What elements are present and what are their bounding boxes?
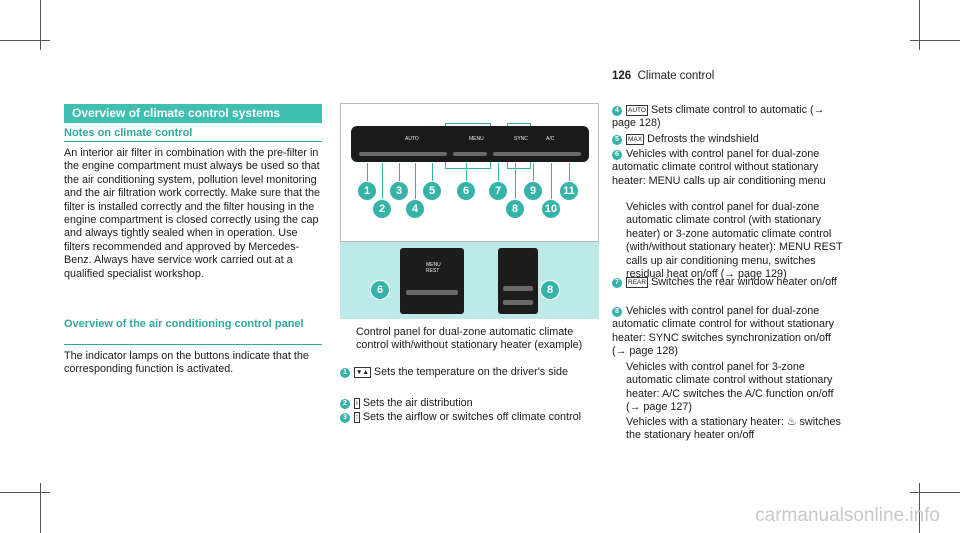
figure-detail: MENU REST 6 8 <box>340 242 599 319</box>
menu-label: MENU <box>469 136 484 142</box>
detail-button <box>503 300 533 305</box>
crop-mark <box>910 40 960 41</box>
item-number: 7 <box>612 278 622 288</box>
subheading-notes: Notes on climate control <box>64 127 193 139</box>
callout-9: 9 <box>523 181 543 201</box>
crop-mark <box>919 0 920 50</box>
running-header: 126 Climate control <box>612 70 714 82</box>
callout-7: 7 <box>488 181 508 201</box>
air-distribution-icon: ⅰ <box>354 398 360 409</box>
item-number: 1 <box>340 368 350 378</box>
callout-5: 5 <box>422 181 442 201</box>
detail-button <box>406 290 458 295</box>
callout-1: 1 <box>357 181 377 201</box>
item-text: Vehicles with a stationary heater: ♨ swi… <box>626 416 841 442</box>
crop-mark <box>0 492 50 493</box>
sync-label: SYNC <box>514 136 528 142</box>
leader-line <box>498 163 499 185</box>
item-number: 8 <box>612 307 622 317</box>
leader-line <box>533 163 534 185</box>
leader-line <box>569 163 570 185</box>
item-number: 2 <box>340 399 350 409</box>
item-text: Sets the airflow or switches off climate… <box>362 411 582 423</box>
callout-4: 4 <box>405 199 425 219</box>
figure-caption: Control panel for dual-zone automatic cl… <box>356 326 583 352</box>
crop-mark <box>0 40 50 41</box>
list-item: 1 ▼▲ Sets the temperature on the driver's… <box>340 366 602 379</box>
list-item-continuation: Vehicles with control panel for dual-zon… <box>626 201 844 281</box>
page-number: 126 <box>612 70 632 82</box>
callout-8: 8 <box>505 199 525 219</box>
list-item-continuation: Vehicles with control panel for 3-zone a… <box>626 361 844 415</box>
climate-panel: AUTO MENU SYNC A/C <box>351 126 589 162</box>
item-text: Vehicles with control panel for dual-zon… <box>626 201 843 281</box>
detail-menu-label: MENU <box>426 262 441 268</box>
menu-rest-button-detail: MENU REST <box>400 248 464 314</box>
notes-paragraph: An interior air filter in combination wi… <box>64 147 321 280</box>
airflow-icon: ⁞ <box>354 412 360 423</box>
leader-line <box>415 163 416 201</box>
item-text: Sets climate control to automatic (→ pag… <box>612 104 825 130</box>
item-number: 5 <box>612 135 622 145</box>
item-text: Vehicles with control panel for dual-zon… <box>612 305 835 358</box>
item-number: 4 <box>612 106 622 116</box>
crop-mark <box>40 0 41 50</box>
item-number: 3 <box>340 413 350 423</box>
temperature-icon: ▼▲ <box>354 367 371 378</box>
stationary-heater-detail <box>498 248 538 314</box>
auto-icon: AUTO <box>626 105 648 116</box>
panel-button <box>453 152 487 156</box>
detail-callout-8: 8 <box>540 280 560 300</box>
chapter-title: Climate control <box>637 70 715 82</box>
item-text: Sets the temperature on the driver's sid… <box>373 366 568 378</box>
leader-line <box>515 163 516 201</box>
callout-3: 3 <box>389 181 409 201</box>
callout-6: 6 <box>456 181 476 201</box>
item-text: Switches the rear window heater on/off <box>651 276 837 288</box>
detail-rest-label: REST <box>426 268 440 274</box>
ac-label: A/C <box>546 136 555 142</box>
panel-button <box>359 152 447 156</box>
leader-line <box>432 163 433 185</box>
item-number: 6 <box>612 150 622 160</box>
crop-mark <box>910 492 960 493</box>
leader-line <box>399 163 400 185</box>
panel-button <box>493 152 581 156</box>
divider <box>64 141 322 142</box>
section-title: Overview of climate control systems <box>64 104 322 123</box>
control-panel-figure: AUTO MENU SYNC A/C 1 3 5 6 7 9 11 2 4 8 … <box>340 103 599 319</box>
list-item: 4 AUTO Sets climate control to automatic … <box>612 104 844 131</box>
leader-line <box>367 163 368 185</box>
list-item: 5 MAX Defrosts the windshield <box>612 133 844 146</box>
subheading-overview: Overview of the air conditioning control… <box>64 318 304 330</box>
leader-line <box>382 163 383 201</box>
leader-line <box>551 163 552 201</box>
overview-paragraph: The indicator lamps on the buttons indic… <box>64 350 309 376</box>
detail-callout-6: 6 <box>370 280 390 300</box>
item-text: Vehicles with control panel for dual-zon… <box>612 148 826 187</box>
crop-mark <box>40 483 41 533</box>
detail-button <box>503 286 533 291</box>
auto-label: AUTO <box>405 136 419 142</box>
callout-10: 10 <box>541 199 561 219</box>
item-text: Defrosts the windshield <box>647 133 759 145</box>
divider <box>64 344 322 345</box>
figure-top: AUTO MENU SYNC A/C 1 3 5 6 7 9 11 2 4 8 … <box>340 103 599 242</box>
list-item: 7 REAR Switches the rear window heater on… <box>612 276 844 289</box>
leader-line <box>466 163 467 185</box>
rear-window-heater-icon: REAR <box>626 277 649 288</box>
item-text: Sets the air distribution <box>362 397 473 409</box>
defrost-icon: MAX <box>626 134 645 145</box>
list-item: 3 ⁞ Sets the airflow or switches off clim… <box>340 411 602 424</box>
callout-2: 2 <box>372 199 392 219</box>
crop-mark <box>919 483 920 533</box>
item-text: Vehicles with control panel for 3-zone a… <box>626 361 834 414</box>
watermark: carmanualsonline.info <box>755 505 940 526</box>
callout-11: 11 <box>559 181 579 201</box>
list-item-continuation: Vehicles with a stationary heater: ♨ swi… <box>626 416 844 443</box>
